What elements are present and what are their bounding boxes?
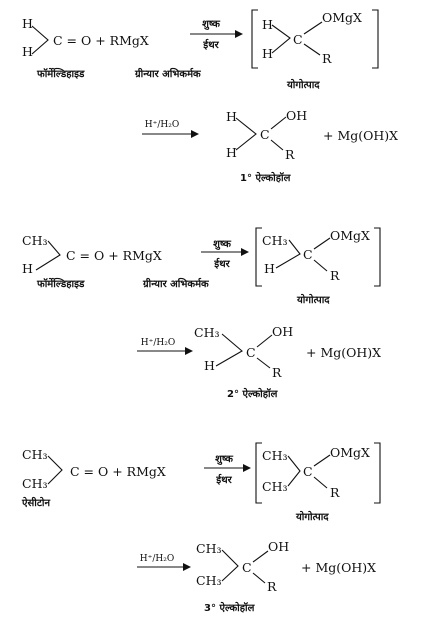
svg-text:OH: OH bbox=[268, 539, 289, 554]
grignard-reagent-1-name: ग्रीन्यार अभिकर्मक bbox=[134, 67, 202, 80]
reaction-arrow-3: शुष्क ईथर bbox=[204, 454, 251, 486]
svg-text:OH: OH bbox=[286, 108, 307, 123]
reactant-1-bonds bbox=[31, 25, 49, 55]
reaction-3: CH₃ CH₃ C = O + RMgX ऐसीटोन शुष्क ईथर CH… bbox=[21, 442, 381, 614]
svg-text:H: H bbox=[264, 261, 275, 276]
product-1-name: 1° ऐल्कोहॉल bbox=[240, 171, 292, 184]
svg-text:CH₃: CH₃ bbox=[22, 447, 47, 462]
byproduct-1: + Mg(OH)X bbox=[323, 128, 398, 143]
reaction-1: H H C = O + RMgX फॉर्मेल्डिहाइड ग्रीन्या… bbox=[22, 9, 398, 184]
svg-text:H: H bbox=[204, 358, 215, 373]
svg-text:CH₃: CH₃ bbox=[22, 233, 47, 248]
reactant-2: CH₃ H C = O + RMgX bbox=[22, 233, 162, 276]
svg-text:CH₃: CH₃ bbox=[196, 573, 221, 588]
svg-text:H⁺/H₂O: H⁺/H₂O bbox=[141, 338, 175, 348]
product-2: CH₃ H C OH R + Mg(OH)X bbox=[194, 324, 381, 380]
product-3: CH₃ CH₃ C OH R + Mg(OH)X bbox=[196, 539, 376, 594]
reagent-1-top: शुष्क bbox=[202, 19, 221, 30]
intermediate-2-name: योगोत्पाद bbox=[296, 293, 330, 306]
svg-text:C: C bbox=[303, 464, 313, 479]
svg-text:CH₃: CH₃ bbox=[262, 233, 287, 248]
svg-text:CH₃: CH₃ bbox=[262, 479, 287, 494]
svg-text:H: H bbox=[226, 109, 237, 124]
intermediate-3-name: योगोत्पाद bbox=[295, 510, 329, 523]
intermediate-3: CH₃ CH₃ C OMgX R bbox=[255, 442, 381, 504]
intermediate-1-name: योगोत्पाद bbox=[286, 78, 320, 91]
left-bracket bbox=[251, 9, 258, 69]
svg-text:R: R bbox=[322, 51, 332, 66]
svg-text:C: C bbox=[246, 345, 256, 360]
reactant-1-carbonyl-equation: C = O + RMgX bbox=[53, 33, 149, 48]
svg-text:H⁺/H₂O: H⁺/H₂O bbox=[140, 554, 174, 564]
svg-text:शुष्क: शुष्क bbox=[215, 454, 234, 465]
hydrolysis-1-reagent: H⁺/H₂O bbox=[145, 120, 179, 130]
svg-text:ईथर: ईथर bbox=[215, 473, 232, 486]
reactant-3-name: ऐसीटोन bbox=[21, 496, 51, 509]
svg-text:R: R bbox=[330, 485, 340, 500]
product-1: H H C OH R + Mg(OH)X bbox=[226, 108, 398, 162]
reactant-1-top-group: H bbox=[22, 16, 33, 31]
svg-text:CH₃: CH₃ bbox=[196, 541, 221, 556]
svg-text:R: R bbox=[267, 579, 277, 594]
svg-text:R: R bbox=[272, 365, 282, 380]
svg-text:CH₃: CH₃ bbox=[194, 325, 219, 340]
hydrolysis-arrow-3: H⁺/H₂O bbox=[137, 554, 191, 571]
grignard-reagent-2-name: ग्रीन्यार अभिकर्मक bbox=[142, 277, 210, 290]
byproduct-2: + Mg(OH)X bbox=[306, 345, 381, 360]
reagent-1-bottom: ईथर bbox=[202, 38, 219, 51]
product-2-name: 2° ऐल्कोहॉल bbox=[227, 387, 279, 400]
svg-text:C: C bbox=[303, 247, 313, 262]
hydrolysis-arrow-2: H⁺/H₂O bbox=[137, 338, 193, 355]
byproduct-3: + Mg(OH)X bbox=[301, 560, 376, 575]
svg-text:C: C bbox=[293, 32, 303, 47]
svg-text:OMgX: OMgX bbox=[330, 228, 370, 243]
reactant-1: H H C = O + RMgX bbox=[22, 16, 149, 59]
product-3-name: 3° ऐल्कोहॉल bbox=[204, 601, 256, 614]
svg-text:CH₃: CH₃ bbox=[22, 476, 47, 491]
svg-text:R: R bbox=[285, 147, 295, 162]
reactant-3: CH₃ CH₃ C = O + RMgX bbox=[22, 447, 166, 491]
reactant-1-bottom-group: H bbox=[22, 44, 33, 59]
intermediate-1: H H C OMgX R bbox=[251, 9, 379, 69]
svg-text:OMgX: OMgX bbox=[322, 10, 362, 25]
svg-text:R: R bbox=[330, 268, 340, 283]
svg-text:ईथर: ईथर bbox=[213, 257, 230, 270]
intermediate-2: CH₃ H C OMgX R bbox=[255, 227, 381, 287]
reaction-arrow-2: शुष्क ईथर bbox=[201, 239, 249, 270]
svg-text:H: H bbox=[262, 46, 273, 61]
right-bracket bbox=[372, 9, 379, 69]
reactant-2-carbonyl-equation: C = O + RMgX bbox=[66, 248, 162, 263]
reactant-3-carbonyl-equation: C = O + RMgX bbox=[70, 464, 166, 479]
svg-text:H: H bbox=[262, 17, 273, 32]
reaction-arrow-1: शुष्क ईथर bbox=[190, 19, 243, 51]
svg-text:H: H bbox=[226, 145, 237, 160]
reactant-2-name: फॉर्मेल्डिहाइड bbox=[36, 277, 85, 290]
hydrolysis-arrow-1: H⁺/H₂O bbox=[142, 120, 199, 138]
svg-text:OMgX: OMgX bbox=[330, 445, 370, 460]
svg-text:शुष्क: शुष्क bbox=[213, 239, 232, 250]
svg-text:CH₃: CH₃ bbox=[262, 448, 287, 463]
svg-text:C: C bbox=[260, 127, 270, 142]
svg-text:OH: OH bbox=[272, 324, 293, 339]
svg-text:C: C bbox=[242, 560, 252, 575]
reactant-1-name: फॉर्मेल्डिहाइड bbox=[36, 67, 85, 80]
svg-text:H: H bbox=[22, 261, 33, 276]
reaction-2: CH₃ H C = O + RMgX फॉर्मेल्डिहाइड ग्रीन्… bbox=[22, 227, 381, 400]
